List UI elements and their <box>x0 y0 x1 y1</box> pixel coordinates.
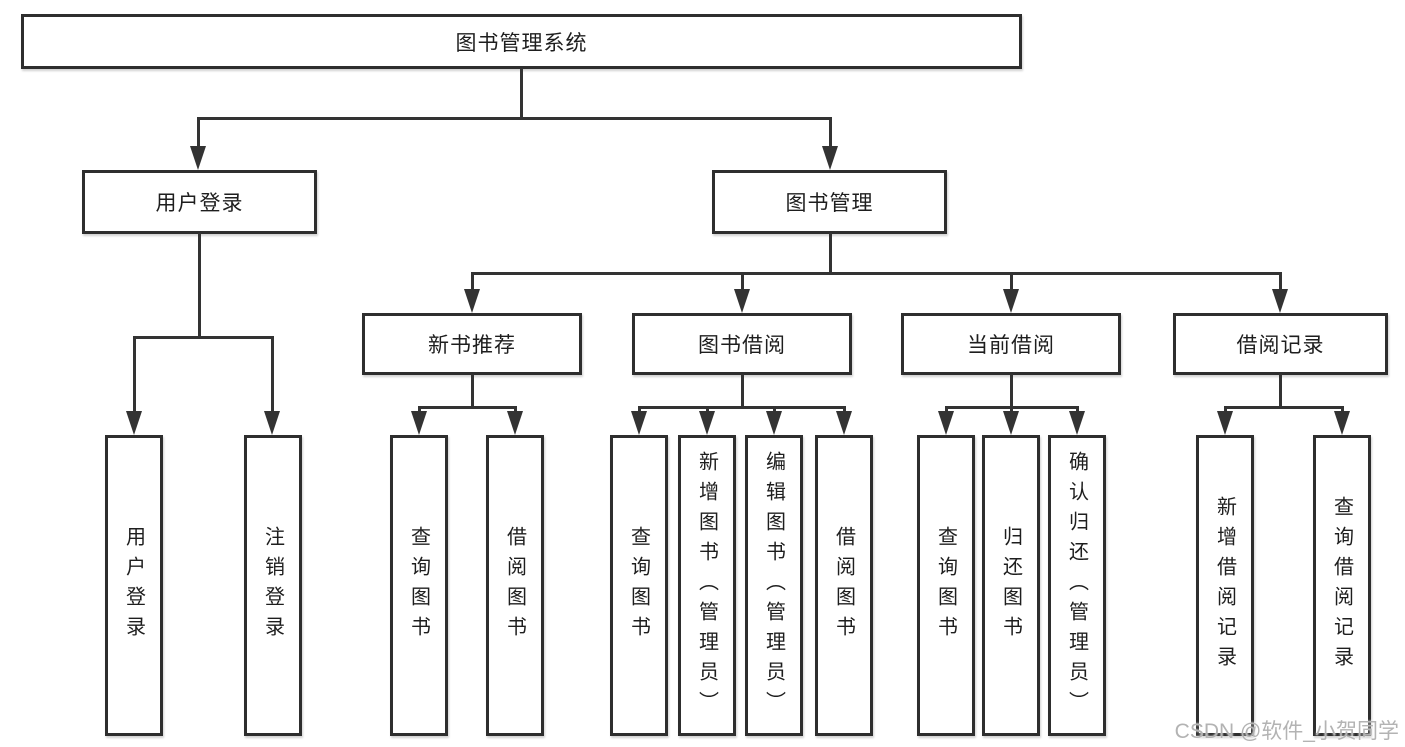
arrow-down-icon <box>1272 289 1288 313</box>
node-label: 当前借阅 <box>967 334 1055 357</box>
node-label: 查询图书 <box>407 525 430 646</box>
arrow-down-icon <box>411 411 427 435</box>
edge-segment <box>471 272 474 296</box>
csdn-watermark: CSDN @软件_小贺同学 <box>1174 720 1399 743</box>
edge-segment <box>271 336 274 416</box>
node-label: 用户登录 <box>155 192 244 215</box>
node-book-borrowing: 图书借阅 <box>632 313 852 375</box>
edge-segment <box>638 406 846 409</box>
leaf-borrow-books-recommend: 借阅图书 <box>486 435 544 736</box>
node-label: 新增图书（管理员） <box>695 450 718 721</box>
node-label: 用户登录 <box>122 525 145 646</box>
leaf-query-books-current: 查询图书 <box>917 435 975 736</box>
node-label: 归还图书 <box>999 525 1022 646</box>
arrow-down-icon <box>1003 411 1019 435</box>
node-label: 注销登录 <box>261 525 284 646</box>
arrow-down-icon <box>1217 411 1233 435</box>
node-borrowing-records: 借阅记录 <box>1173 313 1388 375</box>
arrow-down-icon <box>734 289 750 313</box>
edge-segment <box>198 233 201 338</box>
node-library-management-system: 图书管理系统 <box>21 14 1022 69</box>
arrow-down-icon <box>264 411 280 435</box>
leaf-add-book-admin: 新增图书（管理员） <box>678 435 736 736</box>
edge-segment <box>418 406 517 409</box>
leaf-query-books-recommend: 查询图书 <box>390 435 448 736</box>
node-label: 查询借阅记录 <box>1330 495 1353 676</box>
edge-segment <box>1279 272 1282 296</box>
node-label: 确认归还（管理员） <box>1065 450 1088 721</box>
arrow-down-icon <box>1069 411 1085 435</box>
edge-segment <box>197 117 200 150</box>
node-label: 新增借阅记录 <box>1213 495 1236 676</box>
edge-segment <box>197 117 832 120</box>
node-user-login: 用户登录 <box>82 170 317 234</box>
arrow-down-icon <box>631 411 647 435</box>
node-label: 图书管理 <box>785 192 874 215</box>
node-label: 新书推荐 <box>428 334 516 357</box>
leaf-return-book: 归还图书 <box>982 435 1040 736</box>
leaf-user-login: 用户登录 <box>105 435 163 736</box>
arrow-down-icon <box>507 411 523 435</box>
edge-segment <box>1010 374 1013 408</box>
edge-segment <box>1279 374 1282 408</box>
edge-segment <box>1224 406 1344 409</box>
arrow-down-icon <box>766 411 782 435</box>
node-label: 查询图书 <box>627 525 650 646</box>
leaf-confirm-return-admin: 确认归还（管理员） <box>1048 435 1106 736</box>
arrow-down-icon <box>1003 289 1019 313</box>
node-label: 借阅记录 <box>1236 334 1325 357</box>
node-label: 借阅图书 <box>832 525 855 646</box>
node-label: 图书借阅 <box>698 334 786 357</box>
node-label: 图书管理系统 <box>455 31 588 55</box>
arrow-down-icon <box>464 289 480 313</box>
leaf-logout: 注销登录 <box>244 435 302 736</box>
edge-segment <box>133 336 136 416</box>
edge-segment <box>741 374 744 408</box>
node-label: 编辑图书（管理员） <box>762 450 785 721</box>
node-book-management: 图书管理 <box>712 170 947 234</box>
arrow-down-icon <box>822 146 838 170</box>
node-new-book-recommend: 新书推荐 <box>362 313 582 375</box>
leaf-query-books-borrowing: 查询图书 <box>610 435 668 736</box>
arrow-down-icon <box>190 146 206 170</box>
arrow-down-icon <box>126 411 142 435</box>
leaf-add-borrow-record: 新增借阅记录 <box>1196 435 1254 736</box>
leaf-edit-book-admin: 编辑图书（管理员） <box>745 435 803 736</box>
edge-segment <box>829 117 832 150</box>
node-label: 借阅图书 <box>503 525 526 646</box>
node-current-borrowing: 当前借阅 <box>901 313 1121 375</box>
arrow-down-icon <box>938 411 954 435</box>
leaf-query-borrow-record: 查询借阅记录 <box>1313 435 1371 736</box>
edge-segment <box>471 374 474 408</box>
edge-segment <box>520 68 523 118</box>
arrow-down-icon <box>1334 411 1350 435</box>
edge-segment <box>829 233 832 275</box>
arrow-down-icon <box>699 411 715 435</box>
arrow-down-icon <box>836 411 852 435</box>
edge-segment <box>741 272 744 296</box>
edge-segment <box>1010 272 1013 296</box>
leaf-borrow-books-borrowing: 借阅图书 <box>815 435 873 736</box>
edge-segment <box>133 336 274 339</box>
node-label: 查询图书 <box>934 525 957 646</box>
edge-segment <box>471 272 1281 275</box>
